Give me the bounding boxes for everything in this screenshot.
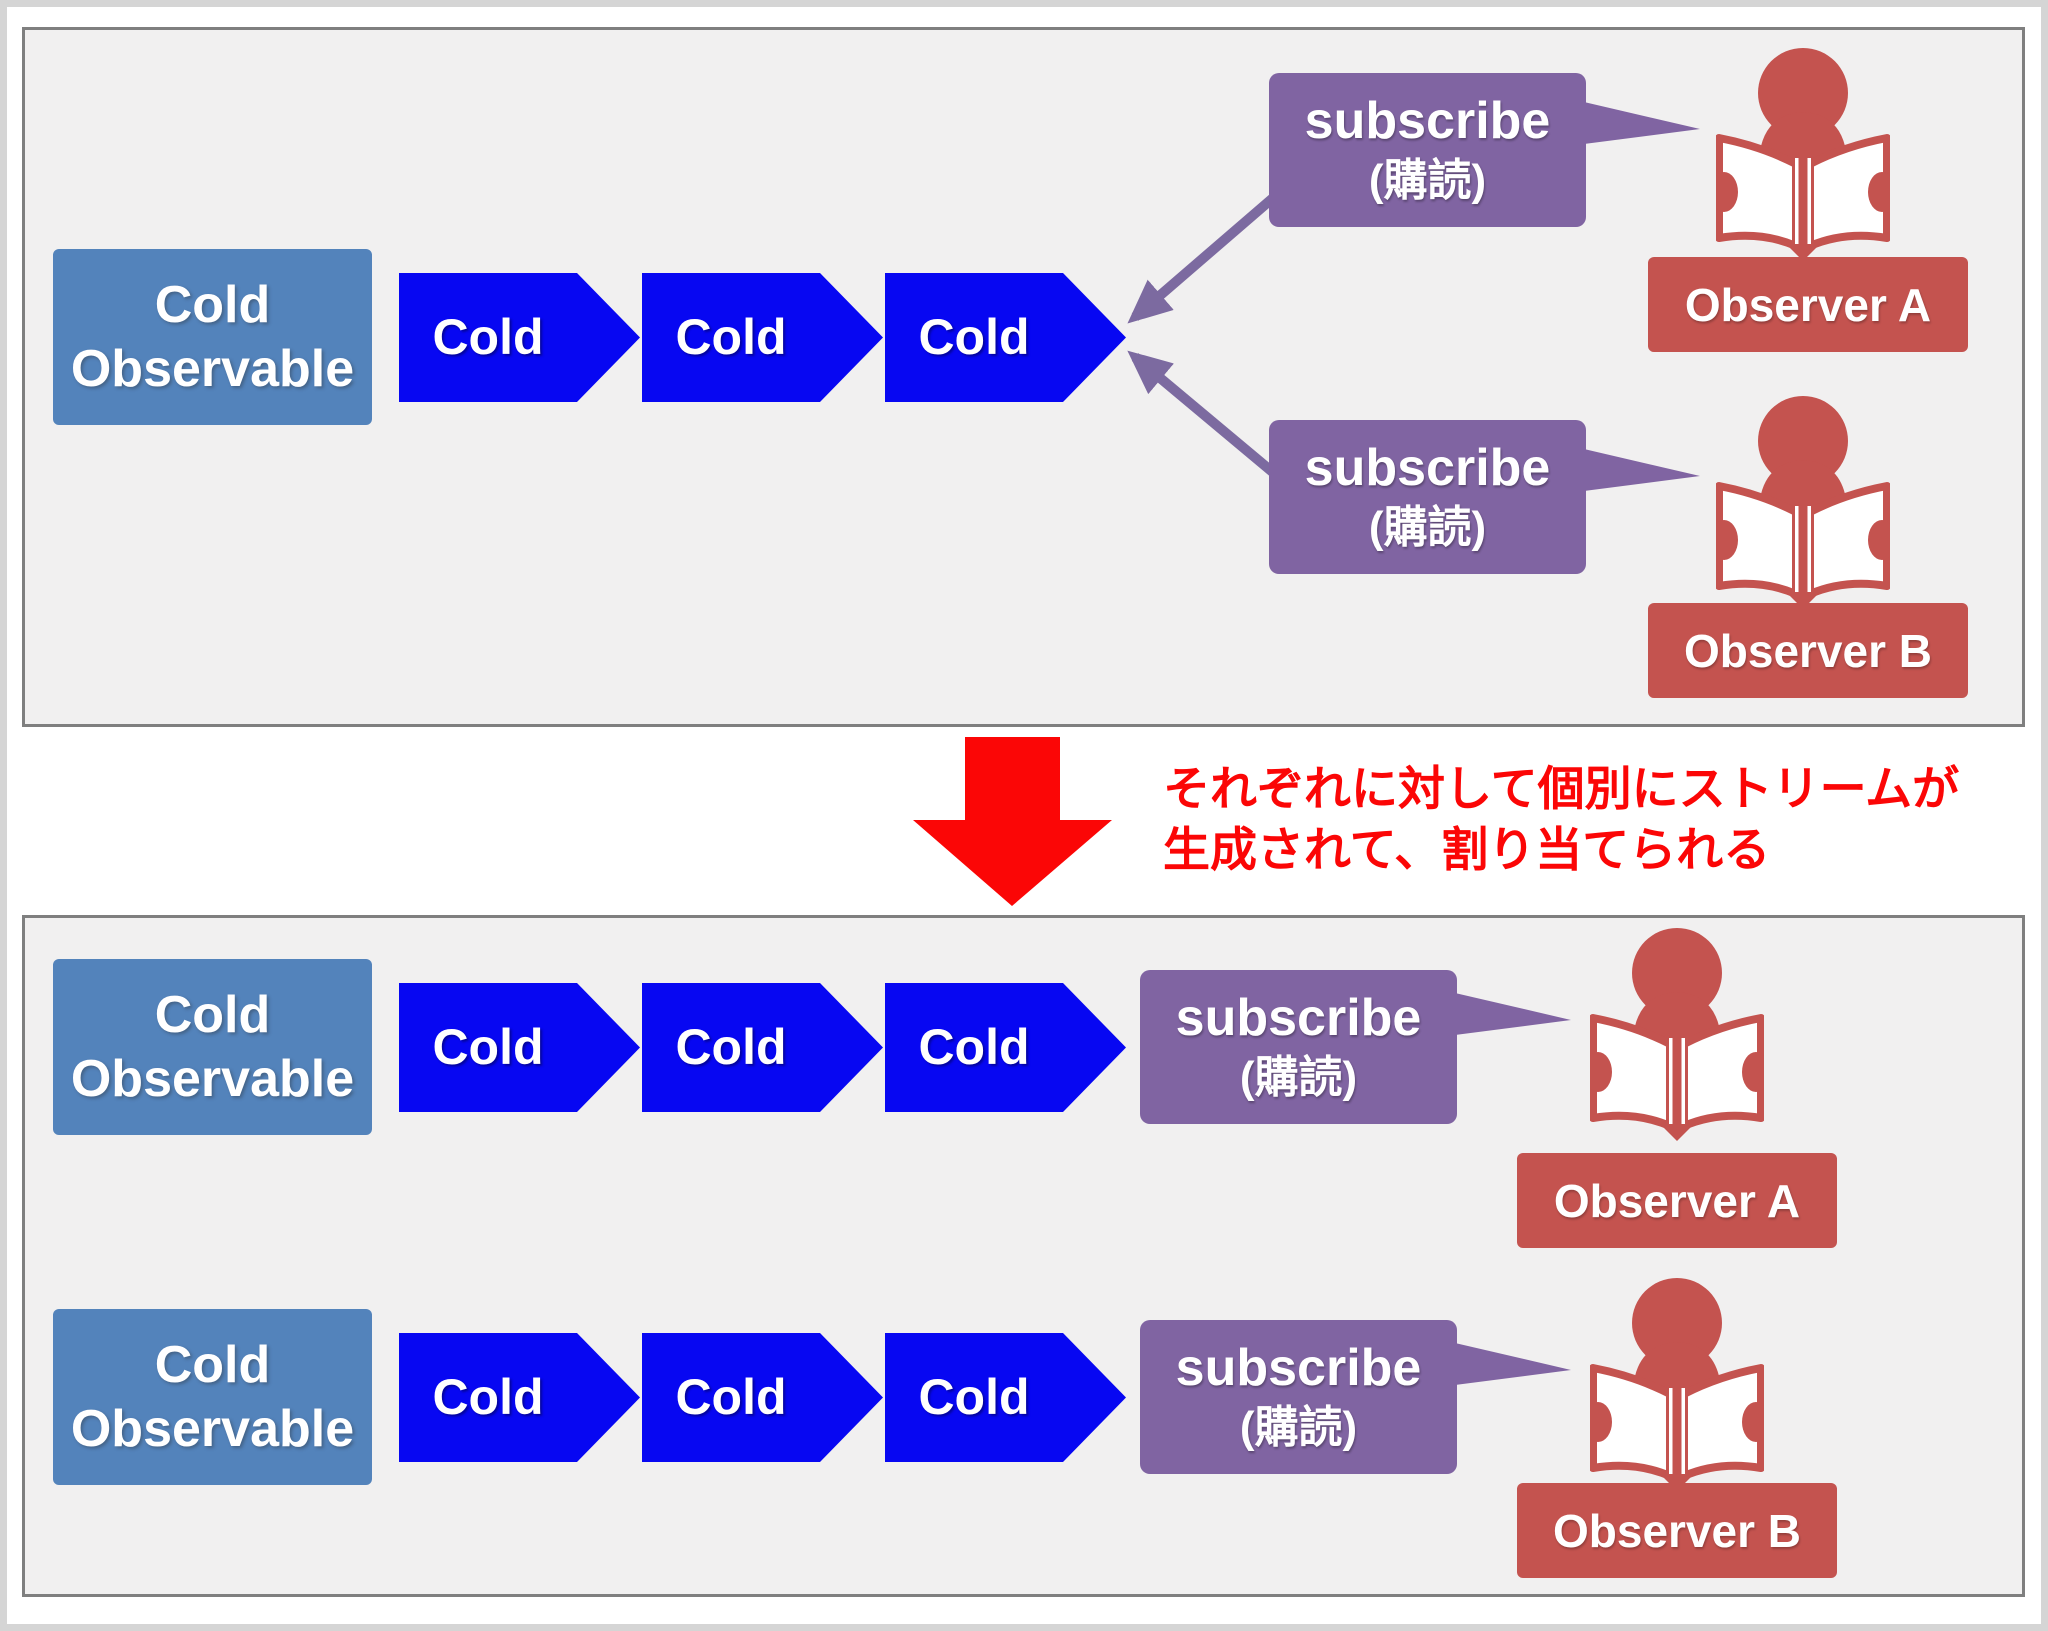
cold-observable-box: Cold Observable [53,249,372,425]
observer-person-icon [1716,396,1890,610]
transition-down-arrow [913,737,1112,906]
observer-person-icon [1716,48,1890,262]
observer-b-label: Observer B [1517,1483,1837,1578]
bubble-pointer-icon [1584,102,1700,144]
subscribe-label: subscribe [1175,1339,1422,1397]
subscribe-label: subscribe [1175,989,1422,1047]
cold-observable-line1: Cold [154,1336,271,1394]
subscribe-label: subscribe [1304,439,1551,497]
transition-note: それぞれに対して個別にストリームが 生成されて、割り当てられる [1163,758,1959,880]
subscribe-label-ja: (購読) [1368,503,1487,552]
subscribe-label: subscribe [1304,92,1551,150]
observer-a-label: Observer A [1648,257,1968,352]
subscribe-bubble: subscribe (購読) [1140,970,1457,1124]
bubble-pointer-icon [1455,993,1571,1035]
subscribe-label-ja: (購読) [1368,156,1487,205]
cold-observable-line2: Observable [70,340,355,398]
observer-b-label: Observer B [1648,603,1968,698]
transition-note-line1: それぞれに対して個別にストリームが [1163,762,1960,815]
transition-note-line2: 生成されて、割り当てられる [1163,823,1771,876]
cold-stream-arrow: Cold [642,273,883,402]
observer-person-icon [1590,928,1764,1142]
subscribe-label-ja: (購読) [1239,1053,1358,1102]
bubble-pointer-icon [1584,449,1700,491]
cold-observable-line1: Cold [154,276,271,334]
cold-observable-line2: Observable [70,1400,355,1458]
subscribe-bubble: subscribe (購読) [1269,420,1586,574]
cold-observable-line1: Cold [154,986,271,1044]
observer-a-label: Observer A [1517,1153,1837,1248]
subscribe-label-ja: (購読) [1239,1403,1358,1452]
bubble-pointer-icon [1455,1343,1571,1385]
subscribe-bubble: subscribe (購読) [1140,1320,1457,1474]
cold-observable-box: Cold Observable [53,959,372,1135]
subscribe-bubble: subscribe (購読) [1269,73,1586,227]
cold-observable-box: Cold Observable [53,1309,372,1485]
cold-observable-line2: Observable [70,1050,355,1108]
observer-person-icon [1590,1278,1764,1492]
cold-stream-arrow: Cold [642,1333,883,1462]
